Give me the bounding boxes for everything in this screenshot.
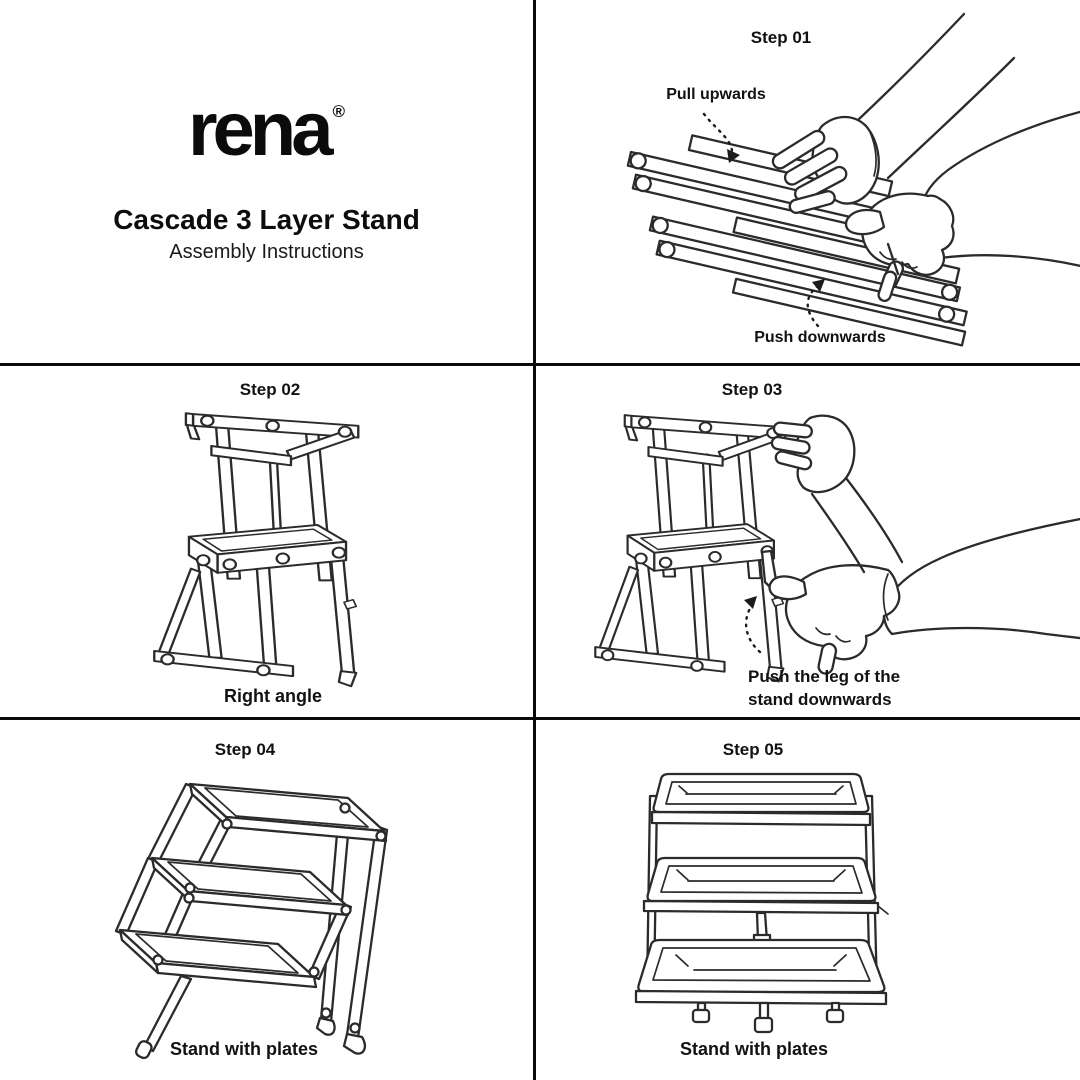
vertical-divider: [533, 0, 536, 1080]
horizontal-divider-2: [0, 717, 1080, 720]
pull-dashed-arrow-icon: [702, 112, 740, 163]
step3-panel: Step 03 Push the leg of the stand downwa…: [536, 366, 1080, 717]
step4-caption: Stand with plates: [169, 1039, 319, 1059]
push-dashed-arrow-icon: [806, 279, 825, 328]
brand-logo: rena®: [0, 92, 533, 168]
push-downwards-label: Push downwards: [754, 329, 886, 346]
push-leg-dashed-arrow-icon: [744, 596, 762, 654]
step3-caption: Push the leg of the stand downwards: [748, 667, 901, 709]
step5-illustration: [634, 772, 889, 1034]
horizontal-divider-1: [0, 363, 1080, 366]
product-title: Cascade 3 Layer Stand: [113, 204, 420, 235]
gripping-hand-drawing: [771, 12, 1016, 214]
brand-logo-text: rena: [187, 87, 334, 172]
product-subtitle: Assembly Instructions: [169, 241, 364, 263]
step3-illustration: [594, 413, 1080, 683]
step4-illustration: [114, 782, 389, 1060]
step3-title: Step 03: [721, 380, 783, 399]
step1-illustration: [626, 12, 1080, 347]
brand-panel: rena® Cascade 3 Layer Stand Assembly Ins…: [0, 0, 533, 363]
step1-panel: Step 01 Pull upwards Push downwards: [536, 0, 1080, 363]
step4-panel: Step 04 Stand with plates: [0, 720, 533, 1080]
pushing-hand-drawing: [768, 517, 1080, 675]
registered-trademark-mark: ®: [332, 102, 346, 121]
step5-caption: Stand with plates: [679, 1039, 829, 1059]
step2-title: Step 02: [239, 380, 301, 399]
pull-upwards-label: Pull upwards: [666, 86, 766, 103]
step2-caption: Right angle: [224, 686, 322, 706]
step5-panel: Step 05 Stand with plates: [536, 720, 1080, 1080]
cascade-stand-front-drawing: [634, 772, 889, 1034]
step2-panel: Step 02 Right angle: [0, 366, 533, 717]
cascade-stand-perspective-drawing: [114, 782, 389, 1060]
right-hand-drawing: [844, 110, 1080, 302]
upper-hand-drawing: [770, 414, 904, 574]
step5-title: Step 05: [722, 740, 784, 759]
step1-title: Step 01: [750, 28, 812, 47]
step2-illustration: [153, 412, 360, 688]
step4-title: Step 04: [214, 740, 276, 759]
